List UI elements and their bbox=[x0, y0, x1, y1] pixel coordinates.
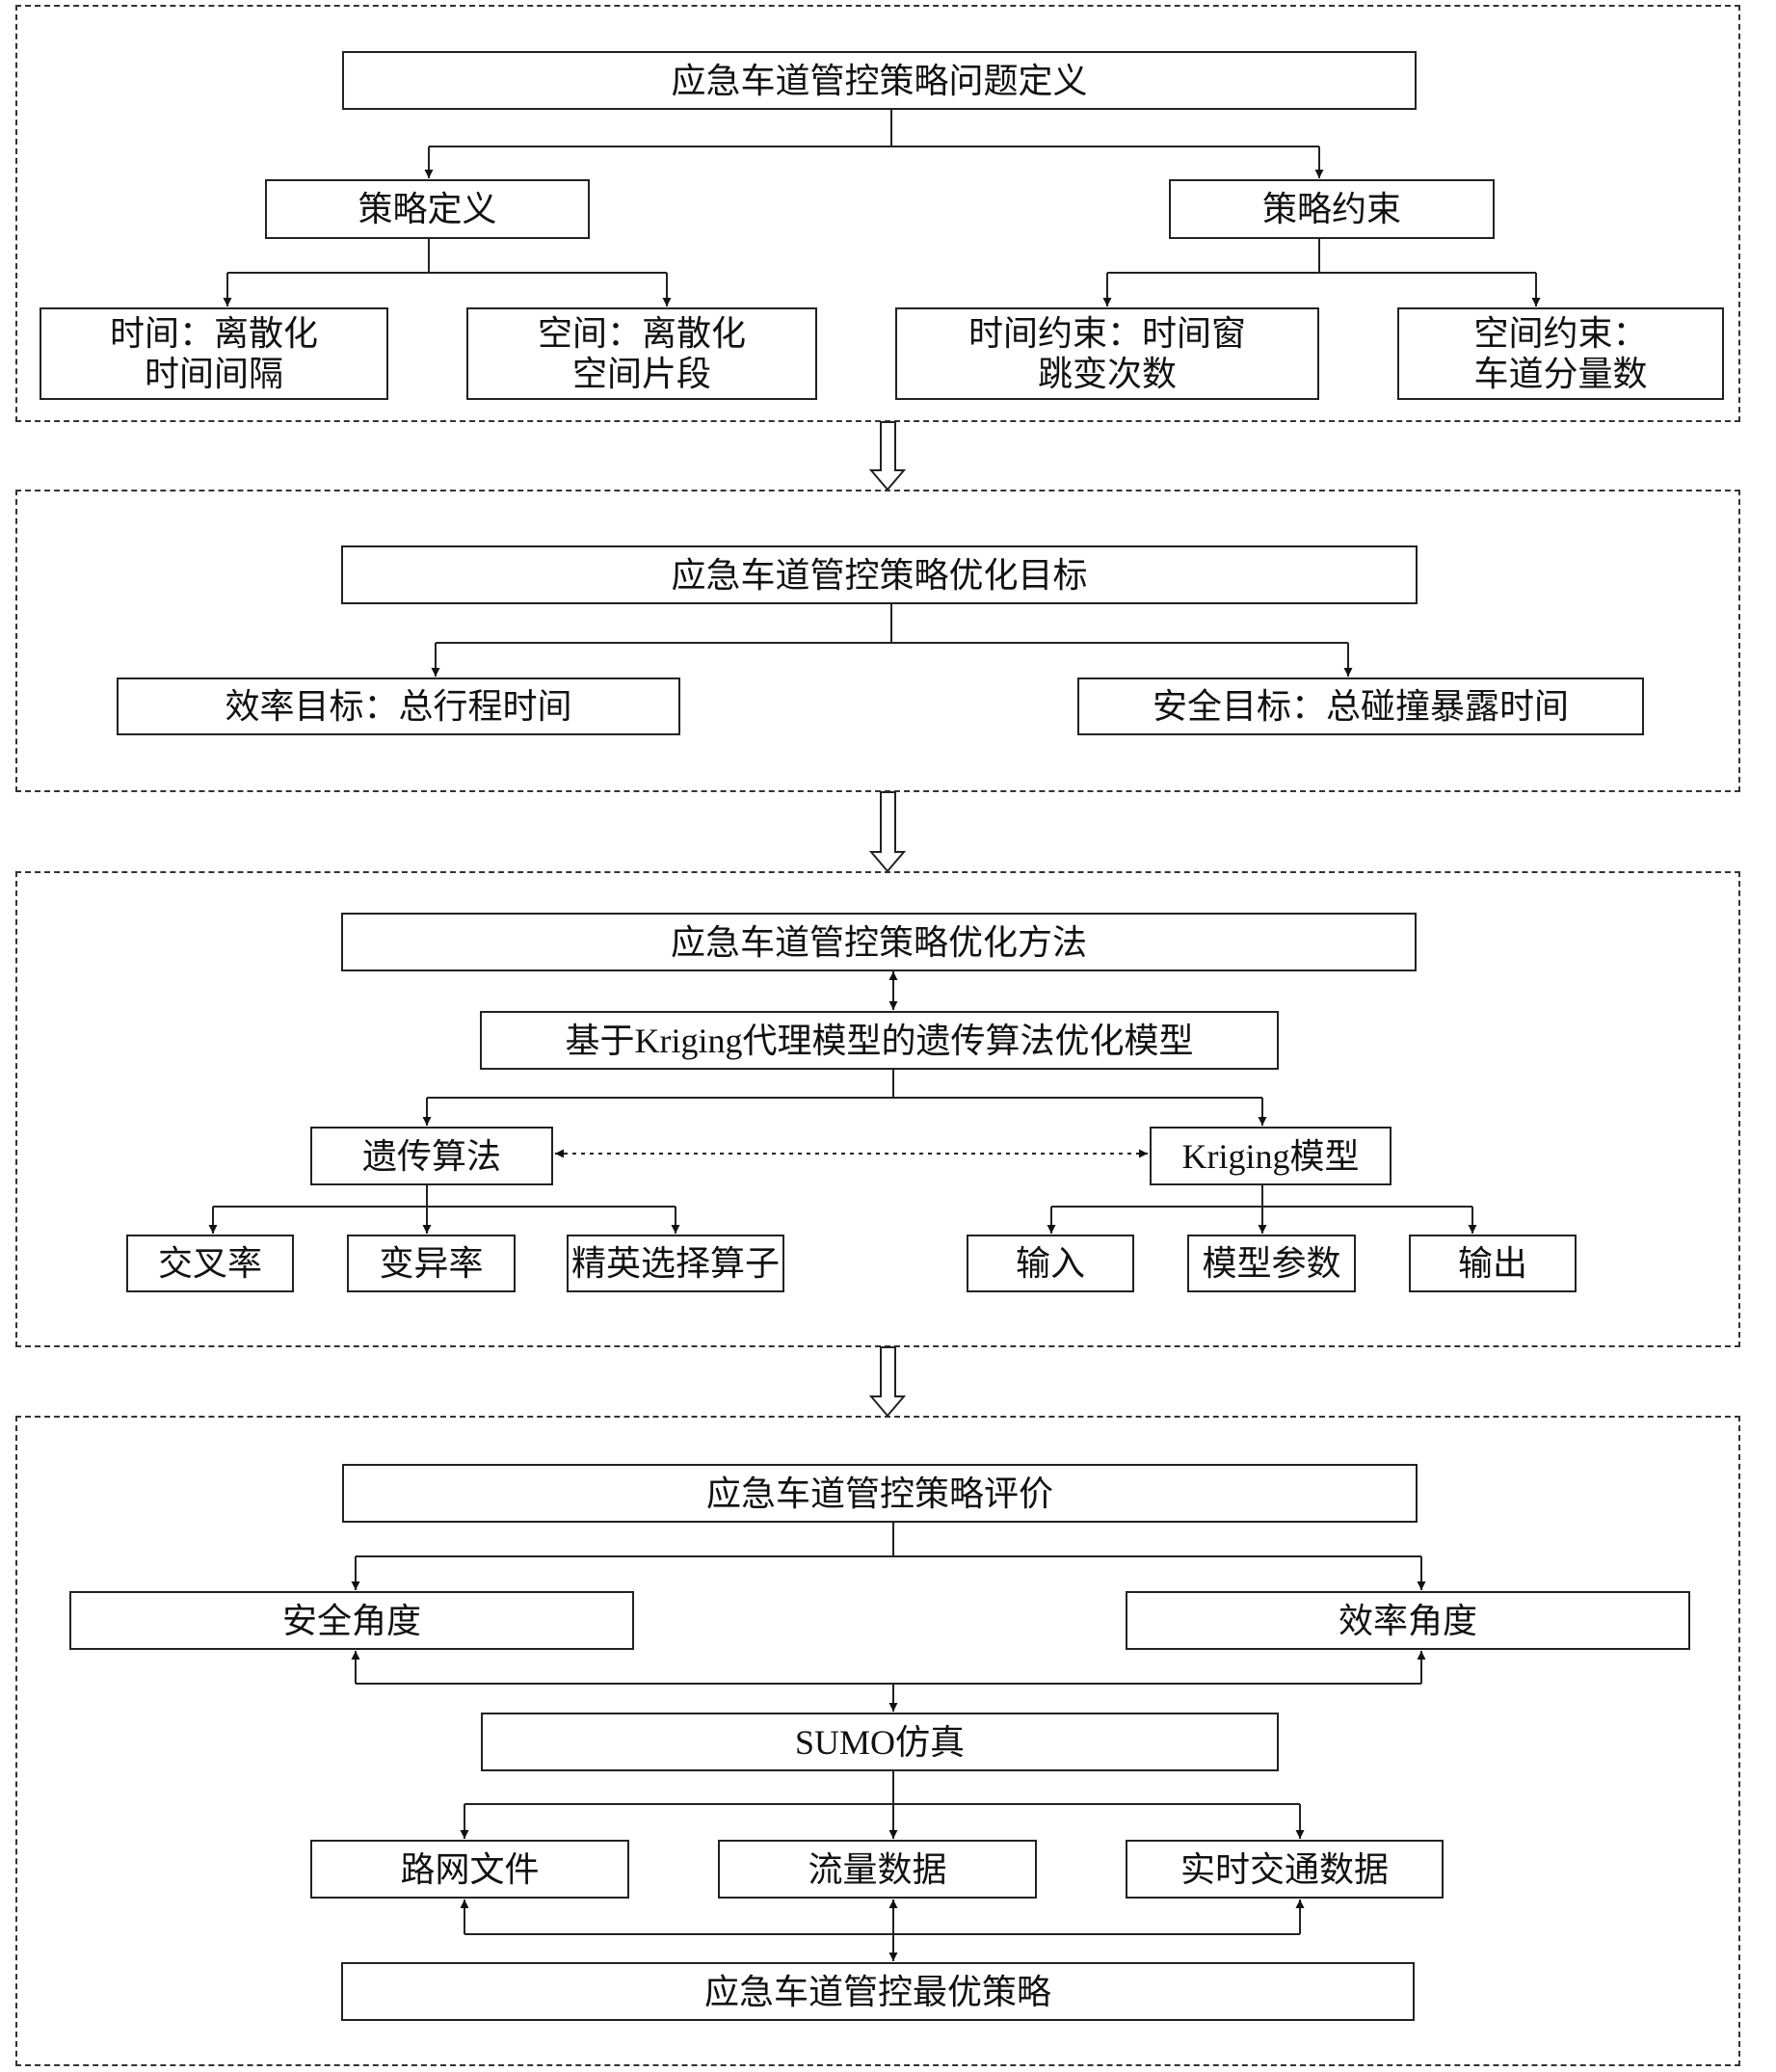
space-constraint-line2: 车道分量数 bbox=[1473, 355, 1648, 393]
space-constraint-line1: 空间约束： bbox=[1473, 314, 1648, 353]
time-discretization-box: 时间：离散化时间间隔 bbox=[40, 307, 388, 400]
time-constraint-box: 时间约束：时间窗跳变次数 bbox=[895, 307, 1319, 400]
efficiency-angle-box: 效率角度 bbox=[1126, 1591, 1690, 1650]
strategy-definition-box: 策略定义 bbox=[265, 179, 590, 239]
space-discretization-line1: 空间：离散化 bbox=[537, 314, 746, 353]
elite-selection-label: 精英选择算子 bbox=[570, 1244, 780, 1283]
optimization-method-box: 应急车道管控策略优化方法 bbox=[341, 913, 1417, 971]
flow-data-label: 流量数据 bbox=[808, 1849, 947, 1889]
evaluation-box: 应急车道管控策略评价 bbox=[342, 1464, 1418, 1523]
efficiency-objective-label: 效率目标：总行程时间 bbox=[225, 687, 572, 726]
time-discretization-line1: 时间：离散化 bbox=[109, 314, 318, 353]
mutation-rate-box: 变异率 bbox=[347, 1235, 516, 1292]
problem-definition-title: 应急车道管控策略问题定义 bbox=[671, 61, 1088, 100]
sumo-simulation-box: SUMO仿真 bbox=[481, 1713, 1279, 1771]
strategy-constraint-label: 策略约束 bbox=[1261, 190, 1401, 228]
realtime-traffic-label: 实时交通数据 bbox=[1180, 1849, 1389, 1889]
time-discretization-line2: 时间间隔 bbox=[144, 355, 283, 393]
realtime-traffic-box: 实时交通数据 bbox=[1126, 1840, 1444, 1899]
safety-objective-label: 安全目标：总碰撞暴露时间 bbox=[1152, 687, 1569, 726]
output-label: 输出 bbox=[1457, 1244, 1527, 1283]
space-discretization-box: 空间：离散化空间片段 bbox=[466, 307, 817, 400]
section-problem-definition bbox=[15, 5, 1740, 422]
crossover-rate-label: 交叉率 bbox=[157, 1244, 262, 1283]
time-constraint-line1: 时间约束：时间窗 bbox=[968, 314, 1246, 353]
hollow-down-arrow bbox=[868, 791, 907, 873]
kriging-ga-model-box: 基于Kriging代理模型的遗传算法优化模型 bbox=[480, 1011, 1279, 1070]
optimal-strategy-label: 应急车道管控最优策略 bbox=[703, 1972, 1051, 2011]
elite-selection-box: 精英选择算子 bbox=[567, 1235, 784, 1292]
model-params-box: 模型参数 bbox=[1187, 1235, 1356, 1292]
strategy-constraint-box: 策略约束 bbox=[1169, 179, 1495, 239]
genetic-algorithm-box: 遗传算法 bbox=[310, 1127, 553, 1185]
efficiency-angle-label: 效率角度 bbox=[1338, 1601, 1477, 1640]
model-params-label: 模型参数 bbox=[1202, 1244, 1341, 1283]
optimization-objective-title: 应急车道管控策略优化目标 bbox=[671, 555, 1088, 595]
road-network-box: 路网文件 bbox=[310, 1840, 629, 1899]
sumo-simulation-label: SUMO仿真 bbox=[794, 1722, 966, 1762]
efficiency-objective-box: 效率目标：总行程时间 bbox=[117, 677, 680, 735]
safety-angle-box: 安全角度 bbox=[69, 1591, 634, 1650]
input-label: 输入 bbox=[1015, 1244, 1085, 1283]
section-optimization-method bbox=[15, 871, 1740, 1347]
strategy-definition-label: 策略定义 bbox=[358, 190, 497, 228]
flow-data-box: 流量数据 bbox=[718, 1840, 1037, 1899]
section-optimization-objective bbox=[15, 490, 1740, 792]
space-discretization-line2: 空间片段 bbox=[571, 355, 711, 393]
optimal-strategy-box: 应急车道管控最优策略 bbox=[341, 1962, 1415, 2021]
problem-definition-box: 应急车道管控策略问题定义 bbox=[342, 51, 1417, 110]
genetic-algorithm-label: 遗传算法 bbox=[361, 1136, 501, 1176]
evaluation-title: 应急车道管控策略评价 bbox=[705, 1474, 1053, 1513]
optimization-method-title: 应急车道管控策略优化方法 bbox=[670, 922, 1087, 962]
crossover-rate-box: 交叉率 bbox=[126, 1235, 294, 1292]
optimization-objective-box: 应急车道管控策略优化目标 bbox=[341, 545, 1418, 604]
space-constraint-box: 空间约束：车道分量数 bbox=[1397, 307, 1724, 400]
safety-angle-label: 安全角度 bbox=[281, 1601, 421, 1640]
input-box: 输入 bbox=[967, 1235, 1134, 1292]
hollow-down-arrow bbox=[868, 421, 907, 491]
mutation-rate-label: 变异率 bbox=[379, 1244, 484, 1283]
time-constraint-line2: 跳变次数 bbox=[1037, 355, 1177, 393]
road-network-label: 路网文件 bbox=[400, 1849, 540, 1889]
kriging-model-box: Kriging模型 bbox=[1150, 1127, 1392, 1185]
output-box: 输出 bbox=[1409, 1235, 1577, 1292]
section-evaluation bbox=[15, 1416, 1740, 2066]
kriging-model-label: Kriging模型 bbox=[1181, 1136, 1360, 1176]
kriging-ga-model-label: 基于Kriging代理模型的遗传算法优化模型 bbox=[565, 1021, 1194, 1060]
hollow-down-arrow bbox=[868, 1346, 907, 1418]
safety-objective-box: 安全目标：总碰撞暴露时间 bbox=[1077, 677, 1644, 735]
